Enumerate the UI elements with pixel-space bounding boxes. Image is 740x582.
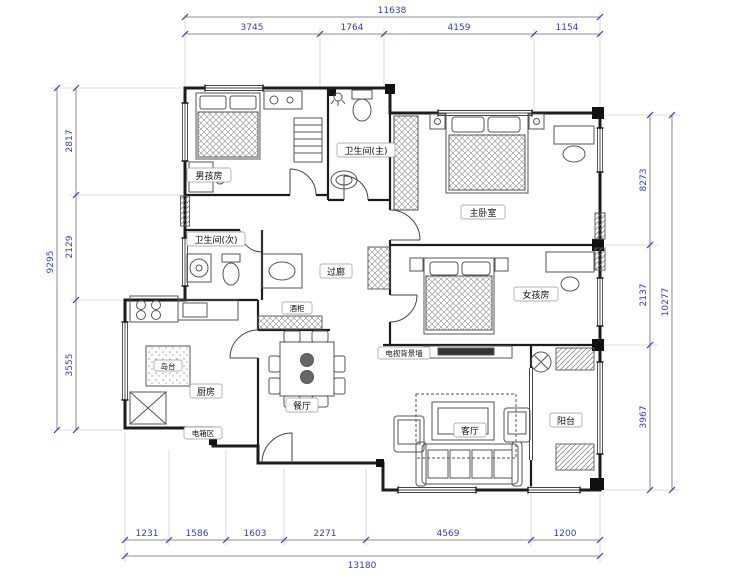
master-bedroom-door — [389, 209, 421, 241]
second-bath-fixtures — [186, 253, 303, 289]
dim-bottom-seg-6: 1200 — [554, 529, 577, 539]
room-label-living: 客厅 — [453, 422, 487, 438]
master-bedroom-furniture — [393, 112, 595, 211]
extension-lines — [50, 12, 680, 562]
kitchen-door — [229, 329, 259, 359]
dimension-left: 9295 2817 2129 3555 — [46, 84, 80, 434]
dim-right-seg-2: 2137 — [639, 284, 649, 307]
structural-columns — [180, 84, 606, 490]
balcony-furniture — [530, 347, 595, 471]
master-bedroom-label: 主卧室 — [469, 207, 496, 219]
island-label: 岛台 — [161, 361, 176, 371]
dim-bottom-total: 13180 — [348, 561, 377, 571]
room-label-tv-wall: 电视背景墙 — [377, 346, 431, 360]
girls-room-door — [389, 294, 418, 323]
boys-room-furniture — [188, 90, 323, 193]
room-label-dining: 餐厅 — [285, 397, 319, 413]
room-label-balcony: 阳台 — [549, 412, 583, 428]
dim-right-seg-1: 8273 — [639, 169, 649, 192]
room-label-electric-box: 电箱区 — [183, 426, 223, 440]
dining-furniture — [268, 330, 346, 408]
dim-bottom-seg-3: 1603 — [244, 529, 267, 539]
room-label-boys-room: 男孩房 — [186, 167, 232, 183]
master-bath-door — [343, 175, 369, 201]
room-label-wine-cabinet: 酒柜 — [281, 301, 313, 315]
kitchen-furniture — [129, 295, 239, 425]
dim-top-seg-4: 1154 — [556, 23, 579, 33]
dim-right-total: 10277 — [661, 288, 671, 317]
window — [596, 277, 604, 327]
window — [596, 361, 604, 455]
window — [596, 127, 604, 173]
master-bath-fixtures — [330, 89, 373, 190]
corridor-cabinets — [257, 246, 391, 330]
dim-top-seg-1: 3745 — [241, 23, 264, 33]
living-room-furniture — [393, 345, 531, 487]
dim-top-seg-2: 1764 — [341, 23, 364, 33]
room-label-second-bath: 卫生间(次) — [186, 231, 246, 247]
room-label-master-bedroom: 主卧室 — [460, 204, 506, 220]
wine-cabinet-label: 酒柜 — [290, 303, 305, 313]
dim-bottom-seg-4: 2271 — [314, 529, 337, 539]
dim-left-seg-2: 2129 — [65, 235, 75, 258]
window — [397, 486, 477, 494]
doors — [229, 168, 533, 464]
dimension-bottom: 1231 1586 1603 2271 4569 1200 13180 — [121, 529, 604, 571]
kitchen-label: 厨房 — [197, 386, 215, 398]
dim-top-total: 11638 — [378, 6, 407, 16]
room-label-corridor: 过廊 — [319, 263, 353, 279]
window — [181, 102, 189, 162]
room-label-kitchen: 厨房 — [189, 383, 223, 399]
dim-bottom-seg-5: 4569 — [437, 529, 460, 539]
room-label-master-bath: 卫生间(主) — [336, 142, 396, 158]
dining-label: 餐厅 — [293, 400, 311, 412]
dim-left-seg-1: 2817 — [65, 130, 75, 153]
window — [121, 321, 129, 401]
room-labels: 男孩房 卫生间(主) 主卧室 卫生间(次) 过廊 女孩房 酒柜 厨房 — [153, 142, 583, 440]
corridor-label: 过廊 — [327, 266, 345, 278]
tv-wall-label: 电视背景墙 — [385, 348, 423, 358]
boys-room-door — [289, 168, 317, 196]
dim-bottom-seg-1: 1231 — [136, 529, 159, 539]
master-bath-label: 卫生间(主) — [344, 145, 387, 157]
dim-left-seg-3: 3555 — [65, 354, 75, 377]
girls-room-label: 女孩房 — [522, 289, 549, 301]
girls-room-furniture — [409, 251, 595, 335]
dimension-right: 8273 2137 3967 10277 — [639, 111, 676, 494]
second-bath-label: 卫生间(次) — [194, 234, 237, 246]
boys-room-label: 男孩房 — [195, 170, 222, 182]
dim-top-seg-3: 4159 — [448, 23, 471, 33]
dim-right-seg-3: 3967 — [639, 406, 649, 429]
dim-left-total: 9295 — [46, 251, 56, 274]
room-label-island: 岛台 — [153, 359, 183, 372]
entry-door — [261, 432, 293, 464]
window — [527, 486, 581, 494]
dimension-top: 11638 3745 1764 4159 1154 — [181, 6, 604, 38]
room-label-girls-room: 女孩房 — [513, 286, 559, 302]
dim-bottom-seg-2: 1586 — [186, 529, 209, 539]
windows — [121, 84, 604, 494]
living-label: 客厅 — [461, 425, 479, 437]
electric-box-label: 电箱区 — [192, 428, 215, 438]
window — [204, 84, 264, 92]
balcony-label: 阳台 — [557, 415, 575, 427]
